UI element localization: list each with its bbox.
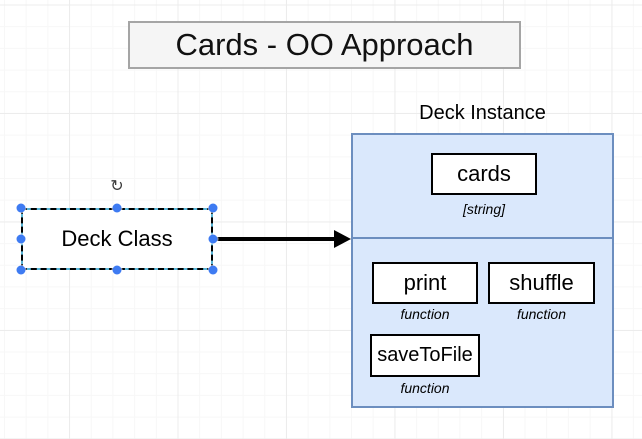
shuffle-method-label: shuffle bbox=[509, 270, 574, 295]
deck-instance-label: Deck Instance bbox=[419, 102, 546, 124]
selection-handle-w[interactable] bbox=[16, 234, 26, 244]
selection-handle-se[interactable] bbox=[208, 265, 218, 275]
diagram-title-text: Cards - OO Approach bbox=[175, 27, 474, 62]
shuffle-method-box[interactable]: shuffle bbox=[488, 262, 595, 304]
selection-handle-ne[interactable] bbox=[208, 203, 218, 213]
selection-handle-e[interactable] bbox=[208, 234, 218, 244]
selection-handle-s[interactable] bbox=[112, 265, 122, 275]
deck-class-label: Deck Class bbox=[61, 226, 173, 251]
selection-handle-n[interactable] bbox=[112, 203, 122, 213]
print-method-label: print bbox=[403, 270, 447, 295]
cards-attribute-type: [string] bbox=[462, 201, 505, 217]
cards-attribute-label: cards bbox=[457, 161, 511, 186]
diagram-title-box[interactable]: Cards - OO Approach bbox=[128, 21, 521, 69]
selection-handle-sw[interactable] bbox=[16, 265, 26, 275]
rotate-icon[interactable]: ↻ bbox=[110, 178, 124, 195]
print-method-type: function bbox=[400, 306, 450, 322]
deck-instance-divider bbox=[351, 237, 614, 239]
connector-arrow-line[interactable] bbox=[214, 237, 336, 241]
savetofile-method-label: saveToFile bbox=[377, 344, 473, 366]
print-method-box[interactable]: print bbox=[372, 262, 478, 304]
savetofile-method-box[interactable]: saveToFile bbox=[370, 334, 480, 377]
deck-class-box[interactable]: Deck Class bbox=[21, 208, 213, 270]
cards-attribute-box[interactable]: cards bbox=[431, 153, 537, 195]
shuffle-method-type: function bbox=[516, 306, 567, 322]
selection-handle-nw[interactable] bbox=[16, 203, 26, 213]
connector-arrowhead-icon bbox=[334, 230, 351, 248]
savetofile-method-type: function bbox=[400, 380, 450, 396]
